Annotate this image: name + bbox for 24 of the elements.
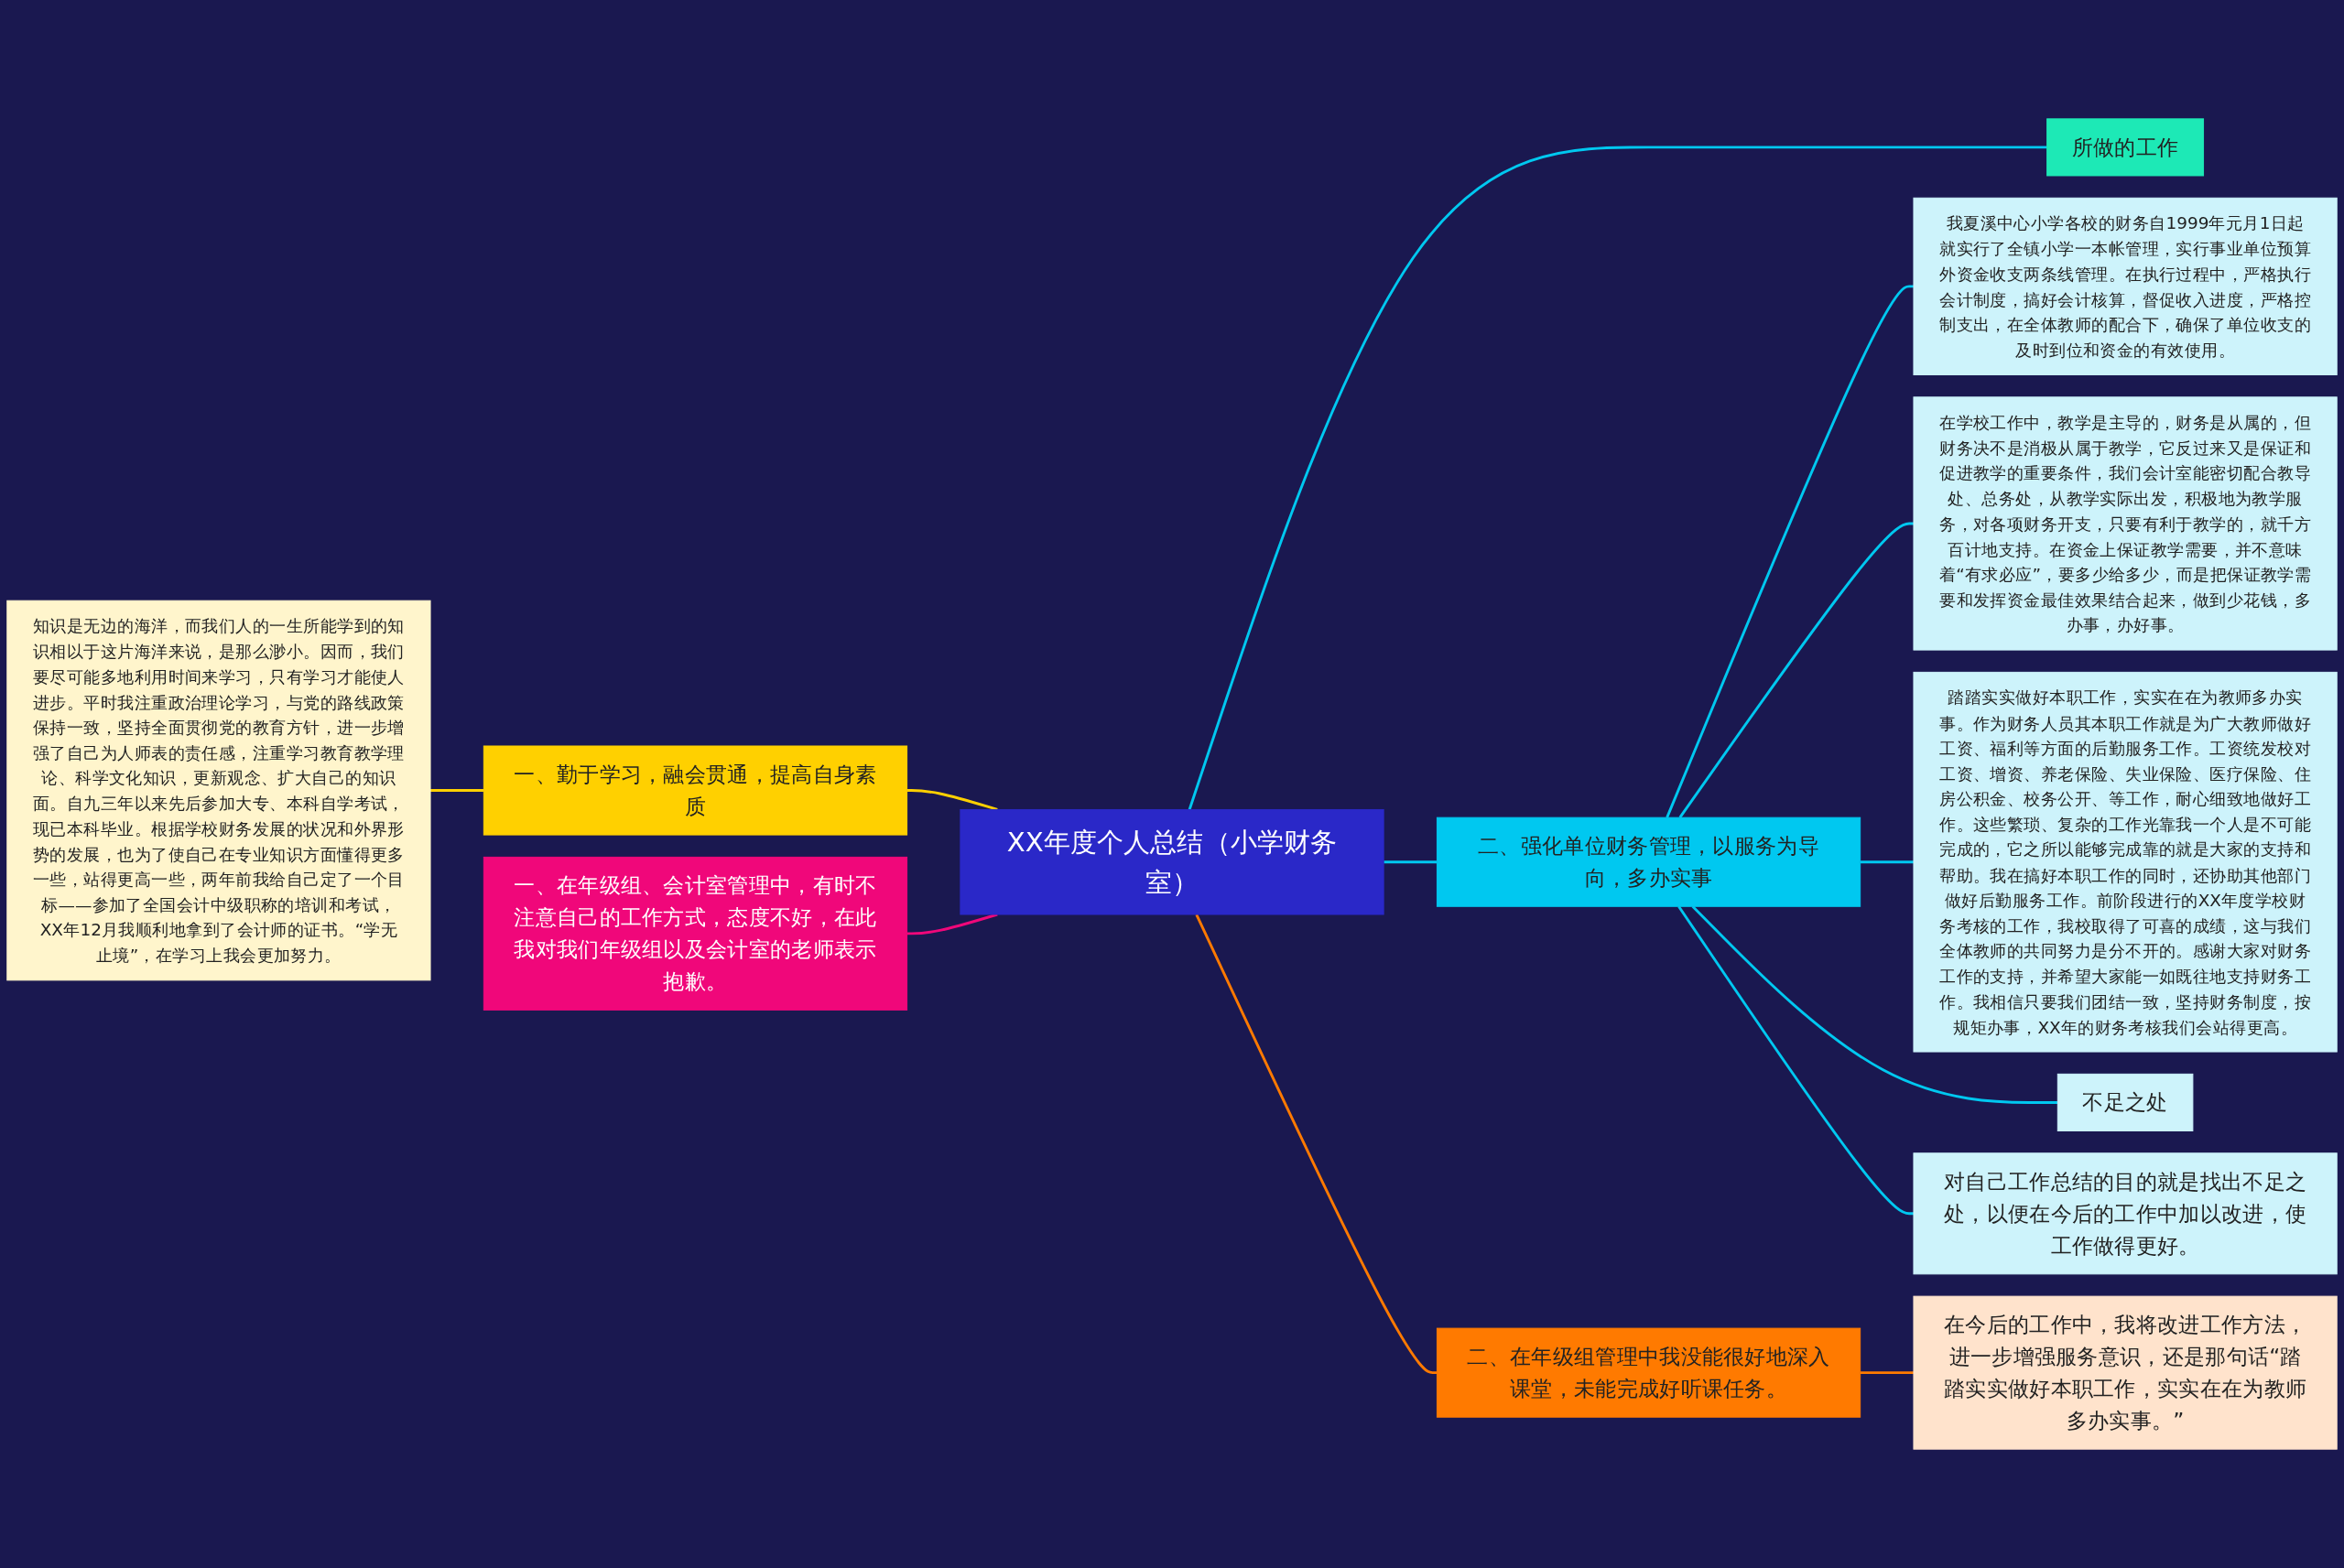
node-box: XX年度个人总结（小学财务室） (960, 808, 1384, 915)
node-box: 所做的工作 (2046, 118, 2205, 177)
connector (1691, 905, 2058, 1104)
node-box: 一、勤于学习，融会贯通，提高自身素质 (483, 745, 908, 836)
node-box: 知识是无边的海洋，而我们人的一生所能学到的知识相以于这片海洋来说，是那么渺小。因而，我们要尽可能多地利用时间来学习，只有学习才能使人进步。平时我注重政治理论学习，与党的路线政策保持一致，坚持全面贯彻党的教育方针，进一步增强了自己为人师表的责任感，注重学习教育教学理论、科学文化知识，更新观念、扩大自己的知识面。自九三年以来先后参加大专、本科自学考试，现已本科毕业。根据学校财务发展的状况和外界形势的发展，也为了使自己在专业知识方面懂得更多一些，站得更高一些，两年前我给自己定了一个目标——参加了全国会计中级职称的培训和考试，XX年12月我顺利地拿到了会计师的证书。“学无止境”，在学习上我会更加努力。 (6, 600, 431, 981)
node-box: 一、在年级组、会计室管理中，有时不注意自己的工作方式，态度不好，在此我对我们年级组以及会计室的老师表示抱歉。 (483, 856, 908, 1011)
node-box: 对自己工作总结的目的就是找出不足之处，以便在今后的工作中加以改进，使工作做得更好。 (1913, 1152, 2338, 1275)
connector (1195, 914, 1438, 1375)
connector (1860, 1371, 1914, 1375)
connector (1666, 285, 1914, 818)
connector (1860, 860, 1914, 864)
node-box: 我夏溪中心小学各校的财务自1999年元月1日起就实行了全镇小学一本帐管理，实行事业单位预算外资金收支两条线管理。在执行过程中，严格执行会计制度，搞好会计核算，督促收入进度，严格控制支出，在全体教师的配合下，确保了单位收支的及时到位和资金的有效使用。 (1913, 197, 2338, 375)
node-box: 在学校工作中，教学是主导的，财务是从属的，但财务决不是消极从属于教学，它反过来又是保证和促进教学的重要条件，我们会计室能密切配合教导处、总务处，从教学实际出发，积极地为教学服务，对各项财务开支，只要有利于教学的，就千方百计地支持。在资金上保证教学需要，并不意味着“有求必应”，要多少给多少，而是把保证教学需要和发挥资金最佳效果结合起来，做到少花钱，多办事，办好事。 (1913, 396, 2338, 651)
connector (1677, 905, 1914, 1216)
connector (430, 789, 484, 792)
connector (906, 789, 998, 811)
connector (1188, 146, 2047, 810)
node-box: 踏踏实实做好本职工作，实实在在为教师多办实事。作为财务人员其本职工作就是为广大教师做好工资、福利等方面的后勤服务工作。工资统发校对工资、增资、养老保险、失业保险、医疗保险、住房公积金、校务公开、等工作，耐心细致地做好工作。这些繁琐、复杂的工作光靠我一个人是不可能完成的，它之所以能够完成靠的就是大家的支持和帮助。我在搞好本职工作的同时，还协助其他部门做好后勤服务工作。前阶段进行的XX年度学校财务考核的工作，我校取得了可喜的成绩，这与我们全体教师的共同努力是分不开的。感谢大家对财务工作的支持，并希望大家能一如既往地支持财务工作。我相信只要我们团结一致，坚持财务制度，按规矩办事，XX年的财务考核我们会站得更高。 (1913, 671, 2338, 1053)
connector (1678, 522, 1914, 818)
node-box: 不足之处 (2056, 1073, 2194, 1131)
node-box: 二、在年级组管理中我没能很好地深入课堂，未能完成好听课任务。 (1436, 1327, 1861, 1418)
node-box: 在今后的工作中，我将改进工作方法，进一步增强服务意识，还是那句话“踏踏实实做好本职工作，实实在在为教师多办实事。” (1913, 1295, 2338, 1450)
node-box: 二、强化单位财务管理，以服务为导向，多办实事 (1436, 816, 1861, 907)
connector (1384, 860, 1438, 864)
